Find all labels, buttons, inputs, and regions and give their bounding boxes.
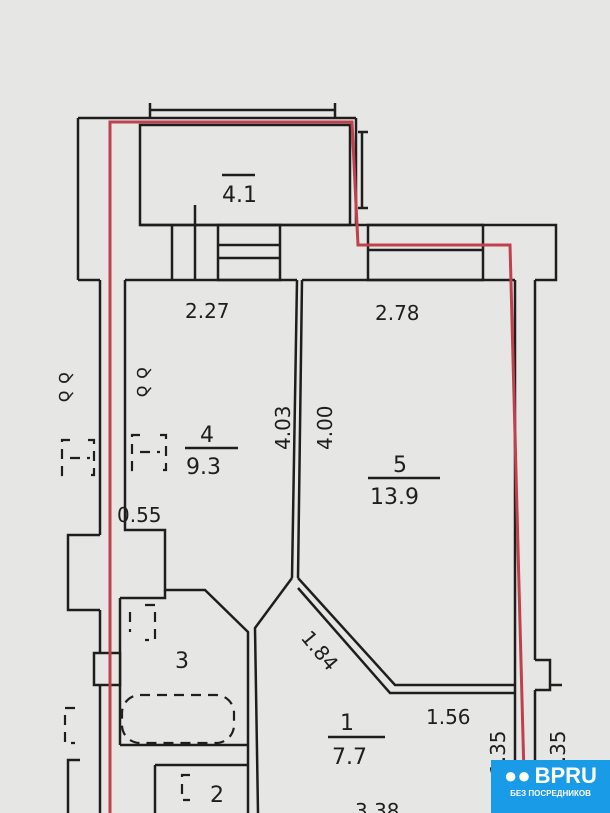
room-width: 2.78: [375, 301, 420, 325]
hall-width: 1.56: [426, 705, 471, 729]
svg-text:ꝺ ꝺ: ꝺ ꝺ: [54, 372, 78, 402]
logo-name: BPRU: [534, 763, 597, 788]
hall-length: 3.38: [355, 799, 400, 813]
interior-walls: [66, 278, 517, 813]
fixtures: ꝺ ꝺ ꝺ ꝺ: [54, 367, 236, 802]
room-length: 4.00: [313, 405, 337, 450]
kitchen-length: 4.03: [271, 405, 295, 450]
hall-area: 7.7: [332, 745, 367, 770]
toilet-number: 2: [210, 783, 224, 808]
kitchen-width: 2.27: [185, 299, 230, 323]
exterior-wall: [66, 118, 562, 813]
red-boundary-line: [108, 120, 527, 813]
bathroom-number: 3: [175, 649, 189, 674]
hall-number: 1: [340, 711, 354, 736]
people-icon: ●●: [504, 763, 531, 788]
balcony-area: 4.1: [222, 183, 257, 208]
kitchen-area: 9.3: [186, 455, 221, 480]
kitchen-number: 4: [200, 423, 214, 448]
svg-text:ꝺ ꝺ: ꝺ ꝺ: [132, 367, 156, 397]
wall-offset: 0.55: [117, 503, 162, 527]
room-area: 13.9: [370, 485, 419, 510]
bpru-logo: ●●BPRU БЕЗ ПОСРЕДНИКОВ: [491, 760, 610, 813]
room-number: 5: [393, 453, 407, 478]
logo-tagline: БЕЗ ПОСРЕДНИКОВ: [510, 789, 591, 798]
